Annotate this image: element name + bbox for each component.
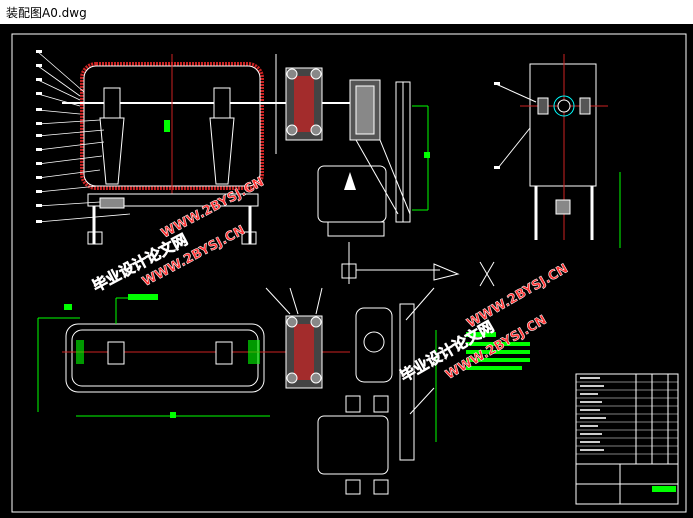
bottom-coupling <box>265 287 437 495</box>
watermark-1: 毕业设计论文网 WWW.2BYSJ.CN <box>89 223 248 296</box>
watermark-url-4: WWW.2BYSJ.CN <box>465 261 571 331</box>
side-view <box>494 54 621 248</box>
watermark-4: WWW.2BYSJ.CN <box>464 261 571 332</box>
window-titlebar: 装配图A0.dwg <box>0 0 693 24</box>
plan-view <box>37 294 350 418</box>
top-coupling <box>275 54 495 287</box>
drawing-border <box>11 33 687 513</box>
title-block <box>575 373 679 505</box>
watermark-3: 毕业设计论文网 WWW.2BYSJ.CN <box>397 312 550 385</box>
cad-drawing: 毕业设计论文网 WWW.2BYSJ.CN WWW.2BYSJ.CN 毕业设计论文… <box>11 33 687 513</box>
technical-requirements <box>466 332 530 370</box>
window-title: 装配图A0.dwg <box>6 6 87 20</box>
drawing-canvas[interactable]: 毕业设计论文网 WWW.2BYSJ.CN WWW.2BYSJ.CN 毕业设计论文… <box>0 24 693 518</box>
